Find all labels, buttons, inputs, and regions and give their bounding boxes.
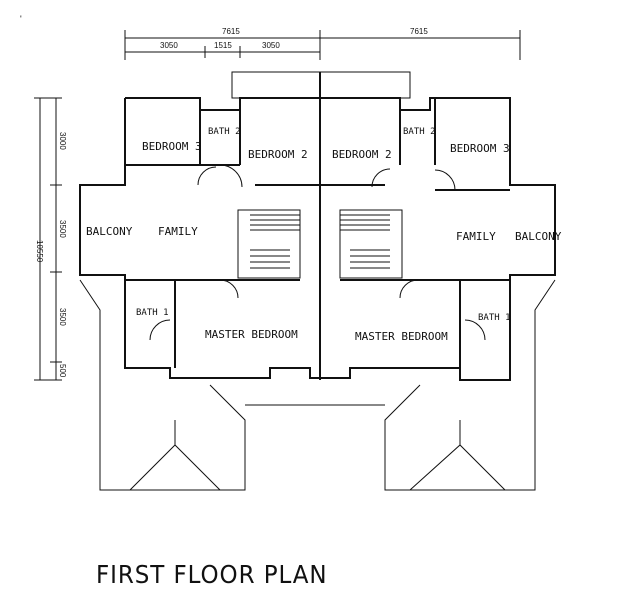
room-bath1-left: BATH 1 bbox=[136, 308, 169, 318]
door-swing bbox=[399, 279, 419, 299]
door-swing bbox=[149, 319, 171, 341]
room-family-right: FAMILY bbox=[456, 230, 496, 243]
dim-seg-2: 1515 bbox=[214, 41, 232, 50]
walls bbox=[79, 71, 556, 381]
stairs-left bbox=[250, 214, 300, 269]
room-master-right: MASTER BEDROOM bbox=[355, 330, 448, 343]
room-bedroom2-right: BEDROOM 2 bbox=[332, 148, 392, 161]
corner-mark: ' bbox=[20, 14, 22, 24]
door-swing bbox=[219, 164, 243, 188]
room-balcony-left: BALCONY bbox=[86, 225, 133, 238]
room-bedroom2-left: BEDROOM 2 bbox=[248, 148, 308, 161]
dim-v-seg-3: 3500 bbox=[58, 308, 67, 326]
door-swing bbox=[434, 169, 456, 191]
room-bath1-right: BATH 1 bbox=[478, 313, 511, 323]
door-swing bbox=[371, 168, 391, 188]
top-dimensions: 7615 7615 3050 1515 3050 bbox=[124, 27, 521, 60]
room-family-left: FAMILY bbox=[158, 225, 198, 238]
dim-vertical-total: 10550 bbox=[35, 240, 44, 263]
left-dimensions: 10550 3000 3500 3500 500 bbox=[34, 97, 67, 381]
room-balcony-right: BALCONY bbox=[515, 230, 562, 243]
door-swing bbox=[197, 166, 217, 186]
door-swing bbox=[219, 279, 239, 299]
dim-v-seg-2: 3500 bbox=[58, 220, 67, 238]
dim-seg-1: 3050 bbox=[160, 41, 178, 50]
stairs-right bbox=[340, 214, 390, 269]
dim-total-right: 7615 bbox=[410, 27, 428, 36]
dim-total-left: 7615 bbox=[222, 27, 240, 36]
room-master-left: MASTER BEDROOM bbox=[205, 328, 298, 341]
dim-v-seg-4: 500 bbox=[58, 364, 67, 378]
room-bath2-left: BATH 2 bbox=[208, 127, 241, 137]
dim-v-seg-1: 3000 bbox=[58, 132, 67, 150]
dim-seg-3: 3050 bbox=[262, 41, 280, 50]
room-labels: BEDROOM 3 BATH 2 BEDROOM 2 BEDROOM 2 BAT… bbox=[86, 127, 562, 343]
room-bath2-right: BATH 2 bbox=[403, 127, 436, 137]
door-swing bbox=[464, 319, 486, 341]
plan-title: FIRST FLOOR PLAN bbox=[96, 560, 328, 589]
room-bedroom3-right: BEDROOM 3 bbox=[450, 142, 510, 155]
roof-outline bbox=[79, 279, 556, 491]
room-bedroom3-left: BEDROOM 3 bbox=[142, 140, 202, 153]
